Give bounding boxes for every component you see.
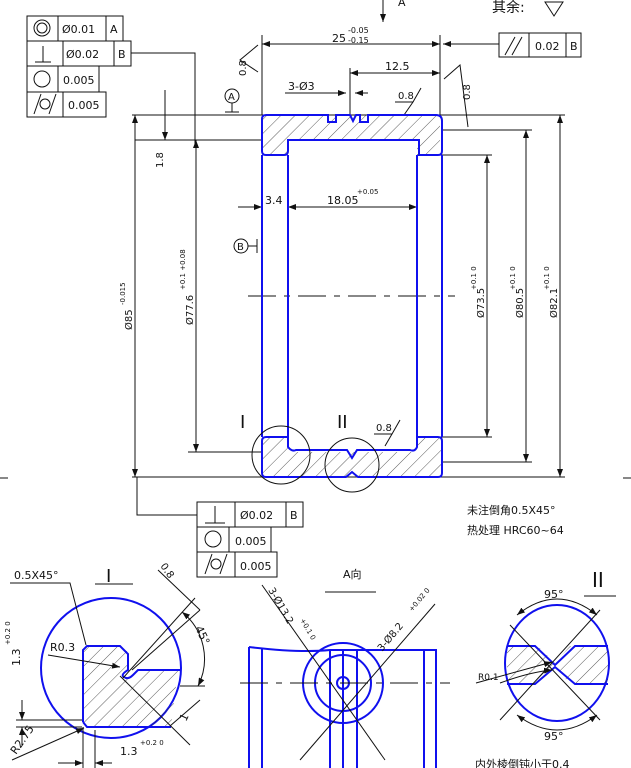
holes-dim: 3-Ø3 [288, 80, 315, 93]
svg-text:R0.3: R0.3 [50, 641, 75, 654]
note-chamfer: 未注倒角0.5X45° [467, 503, 556, 517]
d85-dim: Ø85 [123, 309, 135, 330]
roughness-icon [395, 87, 422, 116]
view-a: A向 3-Ø13.2 +0.1 0 3-Ø8.2 +0.02 0 [240, 567, 450, 768]
svg-text:0.8: 0.8 [238, 60, 249, 76]
svg-text:+0.2 0: +0.2 0 [140, 739, 164, 747]
svg-text:A: A [398, 0, 406, 9]
datum-a-symbol: A [224, 88, 240, 113]
detail-ii-view: II 95° 95° R0.1 [475, 568, 616, 743]
svg-text:R2.75: R2.75 [8, 723, 37, 757]
svg-text:0.02: 0.02 [535, 40, 560, 53]
svg-text:Ø0.02: Ø0.02 [66, 48, 99, 61]
svg-text:95°: 95° [544, 588, 564, 601]
d805-dim: Ø80.5 [514, 288, 526, 318]
detail-i-view: I 0.5X45° R0.3 1.3 +0.2 0 R2.75 1.3 +0.2… [4, 561, 212, 768]
svg-text:1: 1 [177, 711, 192, 723]
svg-text:A向: A向 [343, 567, 362, 581]
svg-text:+0.2 0: +0.2 0 [4, 621, 12, 645]
fcf-top-right: 0.02 B [443, 32, 582, 58]
view-arrow-a: A [380, 0, 406, 22]
length-tol-lower: -0.15 [348, 36, 369, 45]
svg-text:R0.1: R0.1 [478, 673, 499, 683]
svg-text:B: B [290, 509, 298, 522]
roughness-symbol-icon [544, 1, 564, 17]
svg-text:A: A [110, 23, 118, 36]
svg-text:+0.1 +0.08: +0.1 +0.08 [179, 249, 187, 290]
datum-b-symbol: B [233, 238, 258, 254]
roughness-icon-right [443, 64, 469, 128]
groove-depth-dim: 1.8 [155, 152, 166, 168]
svg-text:+0.02 0: +0.02 0 [407, 587, 431, 614]
svg-text:45°: 45° [192, 624, 212, 647]
svg-text:B: B [118, 48, 126, 61]
wall-dim: 3.4 [265, 194, 283, 207]
half-length-dim: 12.5 [385, 60, 410, 73]
svg-text:0.8: 0.8 [158, 561, 176, 580]
svg-text:3-Ø13.2: 3-Ø13.2 [265, 586, 295, 627]
svg-text:0.005: 0.005 [235, 535, 267, 548]
svg-text:B: B [570, 40, 578, 53]
svg-text:+0.05: +0.05 [357, 188, 378, 196]
rest-roughness-label: 其余: [492, 0, 525, 16]
length-tol-upper: -0.05 [348, 26, 369, 35]
svg-text:+0.1 0: +0.1 0 [298, 617, 317, 642]
svg-text:Ø0.01: Ø0.01 [62, 23, 95, 36]
roughness-icon-left [239, 44, 259, 73]
fcf-top-left: Ø0.01 A Ø0.02 B 0.005 0.005 [26, 15, 196, 145]
fcf-bottom: Ø0.02 B 0.005 0.005 [136, 477, 304, 578]
svg-text:-0.015: -0.015 [119, 282, 127, 305]
note-edges: 内外棱倒钝小于0.4 [475, 757, 570, 768]
svg-text:3-Ø8.2: 3-Ø8.2 [375, 620, 406, 654]
detail-i-circle [251, 425, 311, 485]
svg-text:A: A [228, 92, 235, 103]
detail-ii-circle [324, 437, 380, 493]
svg-text:II: II [592, 568, 604, 592]
svg-text:0.005: 0.005 [63, 74, 95, 87]
length-dim: 25 [332, 32, 346, 45]
note-heat-treatment: 热处理 HRC60~64 [467, 524, 564, 537]
svg-text:B: B [237, 242, 244, 253]
svg-text:+0.1 0: +0.1 0 [543, 266, 551, 290]
svg-text:0.8: 0.8 [462, 84, 473, 100]
detail-ii-marker: II [337, 412, 348, 433]
inner-width-dim: 18.05 [327, 194, 359, 207]
svg-text:1.3: 1.3 [120, 745, 138, 758]
svg-text:95°: 95° [544, 730, 564, 743]
svg-text:0.005: 0.005 [240, 560, 272, 573]
svg-text:1.3: 1.3 [10, 649, 23, 667]
d821-dim: Ø82.1 [548, 288, 560, 318]
svg-text:+0.1 0: +0.1 0 [509, 266, 517, 290]
svg-text:0.8: 0.8 [376, 423, 392, 434]
d776-dim: Ø77.6 [184, 295, 196, 325]
roughness-top: 0.8 [398, 91, 414, 102]
d735-dim: Ø73.5 [475, 288, 487, 318]
main-section-view: I II 0.8 [240, 114, 443, 493]
svg-text:0.5X45°: 0.5X45° [14, 569, 59, 582]
detail-i-marker: I [240, 412, 245, 433]
svg-text:Ø0.02: Ø0.02 [240, 509, 273, 522]
svg-text:0.005: 0.005 [68, 99, 100, 112]
svg-text:I: I [106, 566, 111, 587]
svg-text:+0.1 0: +0.1 0 [470, 266, 478, 290]
